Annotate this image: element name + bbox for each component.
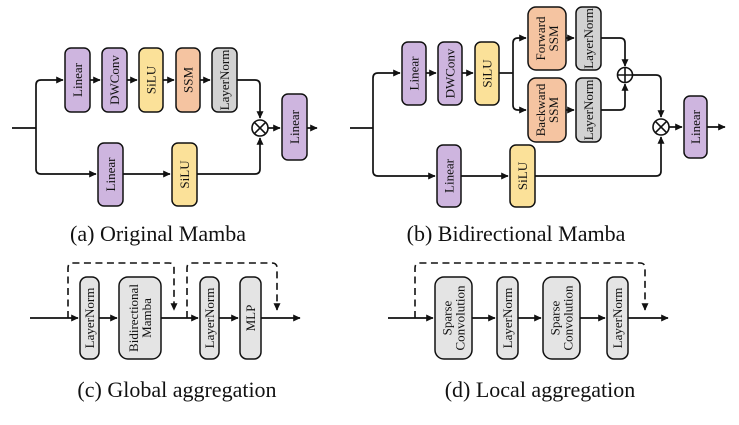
block-layernorm-bwd-label: LayerNorm [581, 80, 596, 141]
block-layernorm-fwd-label: LayerNorm [581, 8, 596, 69]
block-silu-gate-label: SiLU [515, 161, 530, 190]
block-linear-gate: Linear [97, 142, 124, 207]
block-forward-ssm-label-line1: Forward [533, 16, 548, 61]
block-layernorm-bwd: LayerNorm [575, 77, 602, 143]
block-linear-out: Linear [683, 95, 708, 159]
block-bidirectional-mamba: Bidirectional Mamba [118, 276, 162, 360]
block-mlp: MLP [239, 276, 262, 360]
block-dwconv-label: DWConv [107, 55, 122, 105]
block-silu-top-label: SiLU [480, 59, 495, 88]
block-bidirectional-mamba-label-line1: Bidirectional [126, 284, 141, 352]
caption-b: (b) Bidirectional Mamba [407, 221, 626, 246]
connector-b-lnbwd-add [601, 83, 629, 111]
block-sparse-conv-2-label-line2: Convolution [561, 285, 576, 351]
block-backward-ssm: Backward SSM [527, 77, 567, 143]
block-silu-top-label: SiLU [144, 65, 159, 94]
block-ssm: SSM [175, 47, 201, 113]
multiply-icon [251, 119, 269, 137]
caption-c: (c) Global aggregation [77, 377, 276, 402]
caption-d: (d) Local aggregation [445, 377, 636, 402]
connector-b-add-multiply [632, 74, 665, 118]
block-layernorm-2-label: LayerNorm [202, 288, 217, 349]
multiply-icon [652, 118, 670, 136]
connector-b-silugate-multiply [535, 136, 665, 177]
connector-b-lnfwd-add [601, 37, 629, 67]
block-silu-top: SiLU [138, 47, 164, 113]
add-icon [616, 66, 634, 84]
block-layernorm-label: LayerNorm [217, 50, 232, 111]
block-linear-gate: Linear [436, 144, 462, 208]
block-linear-gate-label: Linear [103, 157, 118, 192]
connector-a-layernorm-multiply [237, 79, 264, 119]
block-linear-top: Linear [401, 41, 427, 106]
block-layernorm-2: LayerNorm [199, 276, 220, 360]
connector-b-to-forward-ssm [512, 34, 527, 44]
block-linear-out-label: Linear [287, 109, 302, 144]
connector-b-to-backward-ssm [512, 104, 527, 114]
block-silu-gate: SiLU [509, 144, 536, 208]
block-forward-ssm: Forward SSM [527, 6, 567, 71]
block-layernorm-1: LayerNorm [496, 276, 519, 360]
block-linear-out-label: Linear [688, 109, 703, 144]
block-layernorm: LayerNorm [211, 47, 238, 113]
block-dwconv: DWConv [437, 41, 463, 106]
block-forward-ssm-label-line2: SSM [546, 25, 561, 51]
block-layernorm-2: LayerNorm [606, 276, 629, 360]
block-ssm-label: SSM [181, 67, 196, 93]
block-sparse-conv-2: Sparse Convolution [542, 276, 581, 360]
connector-b-to-linear-top [372, 69, 401, 79]
panel-d-local-aggregation: Sparse Convolution LayerNorm Sparse Conv… [388, 262, 669, 402]
connector-d-residual [414, 262, 649, 318]
block-layernorm-1: LayerNorm [79, 276, 100, 360]
block-dwconv-label: DWConv [443, 48, 458, 98]
block-layernorm-1-label: LayerNorm [500, 288, 515, 349]
block-backward-ssm-label-line2: SSM [546, 97, 561, 123]
connector-a-to-linear-gate [35, 168, 97, 178]
connector-a-silugate-multiply [197, 137, 264, 175]
block-layernorm-1-label: LayerNorm [82, 288, 97, 349]
block-linear-out: Linear [281, 93, 308, 161]
block-sparse-conv-2-label-line1: Sparse [548, 300, 563, 335]
block-linear-top-label: Linear [70, 62, 85, 97]
block-linear-top-label: Linear [407, 56, 422, 91]
panel-b-bidirectional-mamba: Linear DWConv SiLU Forward SSM LayerNorm… [350, 6, 726, 246]
block-bidirectional-mamba-label-line2: Mamba [139, 298, 154, 338]
connector-b-to-linear-gate [372, 170, 436, 180]
panel-a-original-mamba: Linear DWConv SiLU SSM LayerNorm Linear … [12, 47, 318, 246]
caption-a: (a) Original Mamba [70, 221, 246, 246]
block-sparse-conv-1-label-line1: Sparse [440, 300, 455, 335]
connector-c-residual-1 [67, 262, 178, 318]
block-silu-gate: SiLU [171, 142, 198, 207]
connector-a-to-linear-top [35, 76, 64, 86]
connector-c-residual-2 [186, 262, 281, 318]
block-silu-top: SiLU [474, 41, 500, 106]
block-mlp-label: MLP [243, 305, 258, 332]
block-linear-top: Linear [64, 47, 91, 113]
block-sparse-conv-1-label-line2: Convolution [453, 285, 468, 351]
panel-c-global-aggregation: LayerNorm Bidirectional Mamba LayerNorm … [30, 262, 301, 402]
block-silu-gate-label: SiLU [177, 160, 192, 189]
block-linear-gate-label: Linear [442, 158, 457, 193]
block-layernorm-2-label: LayerNorm [610, 288, 625, 349]
block-dwconv: DWConv [101, 47, 128, 113]
block-layernorm-fwd: LayerNorm [575, 6, 602, 71]
block-sparse-conv-1: Sparse Convolution [434, 276, 473, 360]
block-backward-ssm-label-line1: Backward [533, 83, 548, 136]
